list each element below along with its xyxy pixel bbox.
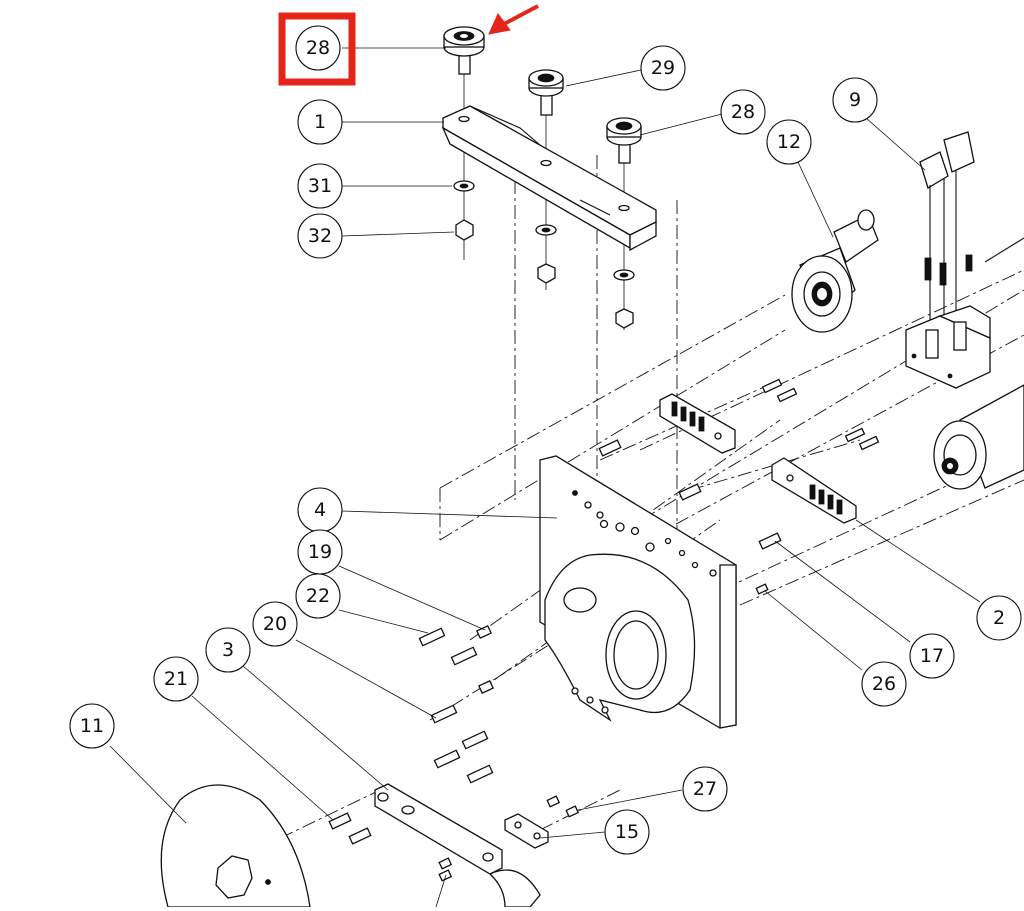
svg-text:29: 29 xyxy=(651,57,675,79)
svg-text:31: 31 xyxy=(308,175,332,197)
svg-text:1: 1 xyxy=(314,111,326,133)
svg-text:4: 4 xyxy=(314,499,326,521)
part-28-bushing-right xyxy=(606,117,642,164)
callout-22: 22 xyxy=(295,573,341,619)
svg-text:19: 19 xyxy=(308,541,332,563)
callout-26: 26 xyxy=(861,661,907,707)
callout-3: 3 xyxy=(205,627,251,673)
callout-28-top: 28 xyxy=(295,25,341,71)
callout-20: 20 xyxy=(252,601,298,647)
svg-text:12: 12 xyxy=(777,131,801,153)
svg-text:2: 2 xyxy=(993,607,1005,629)
plate-screws xyxy=(418,624,494,784)
callout-29: 29 xyxy=(640,45,686,91)
belt-clamp-lower xyxy=(771,457,857,524)
part-11-disc xyxy=(160,784,311,908)
part-3-link-arm xyxy=(374,783,541,908)
callout-9: 9 xyxy=(832,77,878,123)
svg-text:17: 17 xyxy=(920,645,944,667)
part-29-bushing xyxy=(528,69,564,116)
callout-15: 15 xyxy=(604,809,650,855)
gear-motor xyxy=(933,384,1024,490)
callout-19: 19 xyxy=(297,529,343,575)
svg-text:32: 32 xyxy=(308,225,332,247)
svg-text:3: 3 xyxy=(222,639,234,661)
leader-lines xyxy=(109,47,981,908)
part-15-bracket xyxy=(504,795,580,849)
callout-32: 32 xyxy=(297,213,343,259)
svg-text:9: 9 xyxy=(849,89,861,111)
svg-text:26: 26 xyxy=(872,673,896,695)
svg-text:22: 22 xyxy=(306,585,330,607)
callout-2: 2 xyxy=(976,595,1022,641)
callout-27: 27 xyxy=(682,766,728,812)
washers-and-nuts xyxy=(453,180,635,329)
part-4-side-plate xyxy=(539,455,737,729)
highlight-box xyxy=(278,12,356,86)
svg-text:20: 20 xyxy=(263,613,287,635)
callout-11: 11 xyxy=(69,703,115,749)
part-1-bracket xyxy=(441,105,657,252)
svg-text:15: 15 xyxy=(615,821,639,843)
clamp-screws xyxy=(598,378,880,595)
svg-text:28: 28 xyxy=(731,101,755,123)
callout-17: 17 xyxy=(909,633,955,679)
part-9-sensor-assembly xyxy=(905,131,1024,389)
callout-4: 4 xyxy=(297,487,343,533)
callout-1: 1 xyxy=(297,99,343,145)
svg-text:28: 28 xyxy=(306,37,330,59)
callout-28-right: 28 xyxy=(720,89,766,135)
callout-12: 12 xyxy=(766,119,812,165)
svg-text:27: 27 xyxy=(693,778,717,800)
part-28-bushing-top xyxy=(443,26,485,75)
belt-clamp-upper xyxy=(659,393,736,454)
svg-text:11: 11 xyxy=(80,715,104,737)
svg-text:21: 21 xyxy=(164,668,188,690)
highlight-arrow xyxy=(488,4,539,35)
part-12-motor xyxy=(791,209,879,333)
callout-31: 31 xyxy=(297,163,343,209)
callout-21: 21 xyxy=(153,656,199,702)
arm-screws xyxy=(328,812,453,882)
